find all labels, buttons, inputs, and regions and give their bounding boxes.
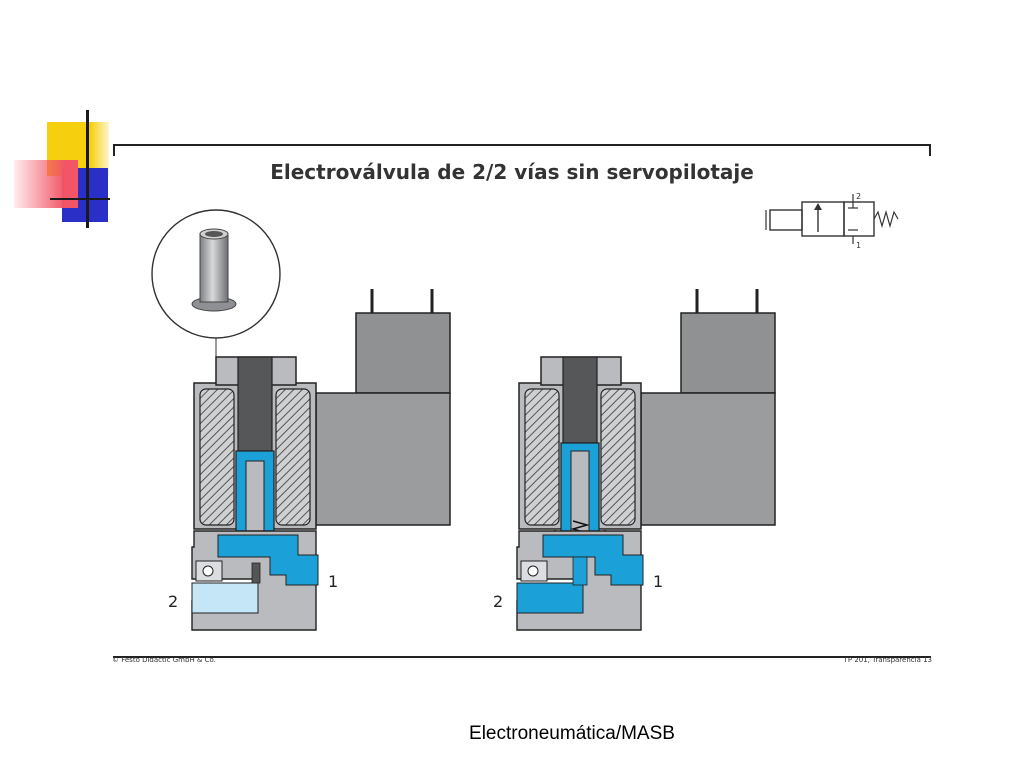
valve-symbol: 2 1 bbox=[765, 192, 899, 250]
valve-right-energized: 2 1 bbox=[493, 289, 776, 631]
armature-detail-callout bbox=[151, 209, 281, 363]
reference-text: TP 201, Transparencia 13 bbox=[843, 656, 932, 664]
right-port-2: 2 bbox=[493, 592, 503, 611]
footer-text: Electroneumática/MASB bbox=[469, 723, 675, 744]
symbol-port-1: 1 bbox=[856, 241, 861, 250]
right-port-1: 1 bbox=[653, 572, 663, 591]
slide-frame bbox=[113, 144, 931, 658]
slide-title: Electroválvula de 2/2 vías sin servopilo… bbox=[270, 160, 754, 184]
left-port-2: 2 bbox=[168, 592, 178, 611]
copyright-text: © Festo Didactic GmbH & Co. bbox=[112, 656, 216, 664]
deco-horizontal-line bbox=[50, 198, 110, 200]
valve-left-deenergized: 2 1 bbox=[168, 289, 451, 631]
left-port-1: 1 bbox=[328, 572, 338, 591]
deco-vertical-line bbox=[86, 110, 89, 228]
symbol-port-2: 2 bbox=[856, 192, 861, 201]
deco-red-square bbox=[14, 160, 78, 208]
